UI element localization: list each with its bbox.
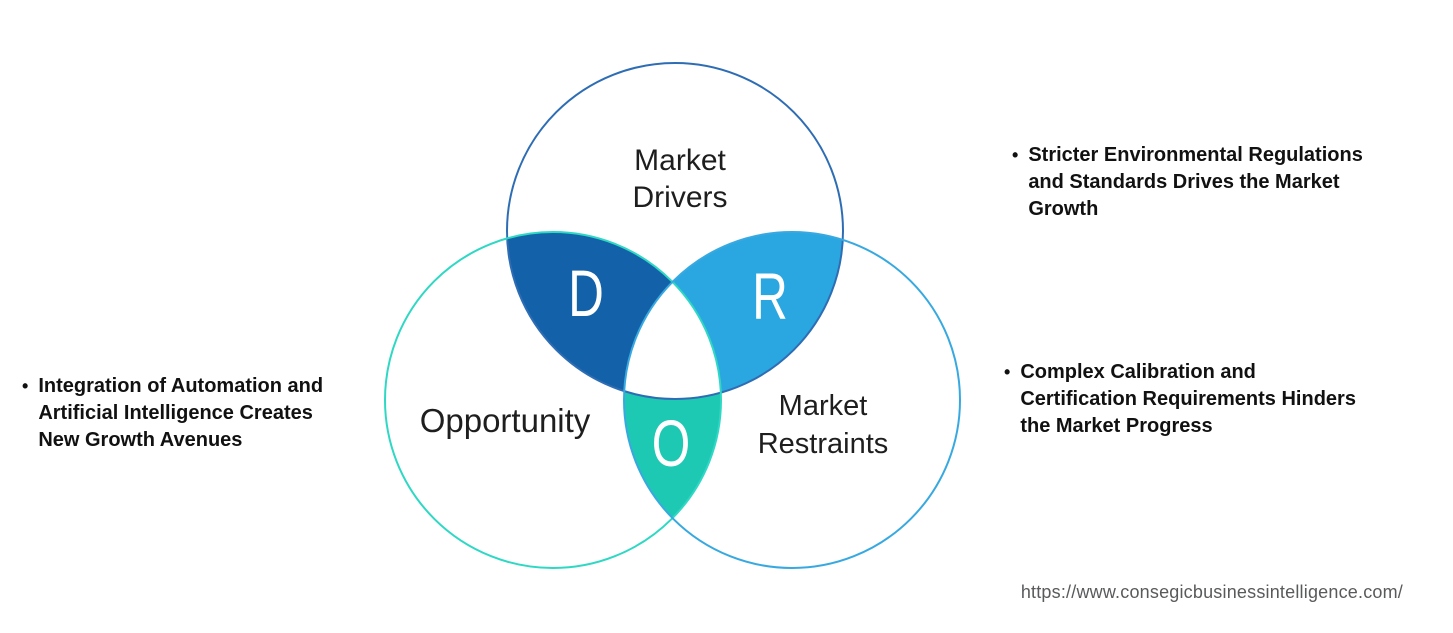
drivers-opportunity-overlap-region — [507, 232, 721, 399]
bullet-line: Stricter Environmental Regulations — [1028, 144, 1363, 166]
bullet-item-driver: • Stricter Environmental Regulations and… — [1012, 142, 1422, 223]
bullet-item-restraint: • Complex Calibration and Certification … — [1004, 359, 1424, 440]
bullet-line: the Market Progress — [1020, 415, 1213, 437]
bullet-line: New Growth Avenues — [38, 429, 243, 451]
restraints-label-line2: Restraints — [757, 428, 889, 460]
opportunity-overlap-letter: O — [651, 406, 691, 480]
bullet-text-opportunity: Integration of Automation and Artificial… — [38, 373, 323, 454]
restraints-circle — [623, 231, 961, 569]
restraints-label: Market Restraints — [758, 387, 889, 463]
website-url-link[interactable]: https://www.consegicbusinessintelligence… — [1020, 582, 1403, 602]
drivers-circle — [506, 62, 844, 400]
bullet-line: Growth — [1028, 198, 1099, 220]
bullet-line: Artificial Intelligence Creates — [38, 402, 313, 424]
drivers-label-line2: Drivers — [632, 181, 728, 214]
restraints-overlap-letter: R — [752, 259, 788, 333]
drivers-overlap-letter: D — [568, 256, 604, 330]
bullet-marker: • — [22, 376, 29, 396]
opportunity-circle — [384, 231, 722, 569]
bullet-line: Complex Calibration and — [1020, 361, 1256, 383]
opportunity-label: Opportunity — [420, 402, 591, 440]
bullet-line: Integration of Automation and — [38, 375, 324, 397]
bullet-text-driver: Stricter Environmental Regulations and S… — [1028, 142, 1363, 223]
drivers-label: Market Drivers — [633, 142, 728, 216]
restraints-label-line1: Market — [778, 390, 868, 422]
bullet-item-opportunity: • Integration of Automation and Artifici… — [22, 373, 367, 454]
drivers-restraints-overlap-region — [624, 232, 843, 399]
drivers-label-line1: Market — [634, 144, 726, 177]
bullet-marker: • — [1004, 362, 1011, 382]
bullet-line: and Standards Drives the Market — [1028, 171, 1340, 193]
bullet-text-restraint: Complex Calibration and Certification Re… — [1020, 359, 1356, 440]
bullet-line: Certification Requirements Hinders — [1020, 388, 1356, 410]
bullet-marker: • — [1012, 145, 1019, 165]
opportunity-label-line1: Opportunity — [419, 402, 591, 439]
